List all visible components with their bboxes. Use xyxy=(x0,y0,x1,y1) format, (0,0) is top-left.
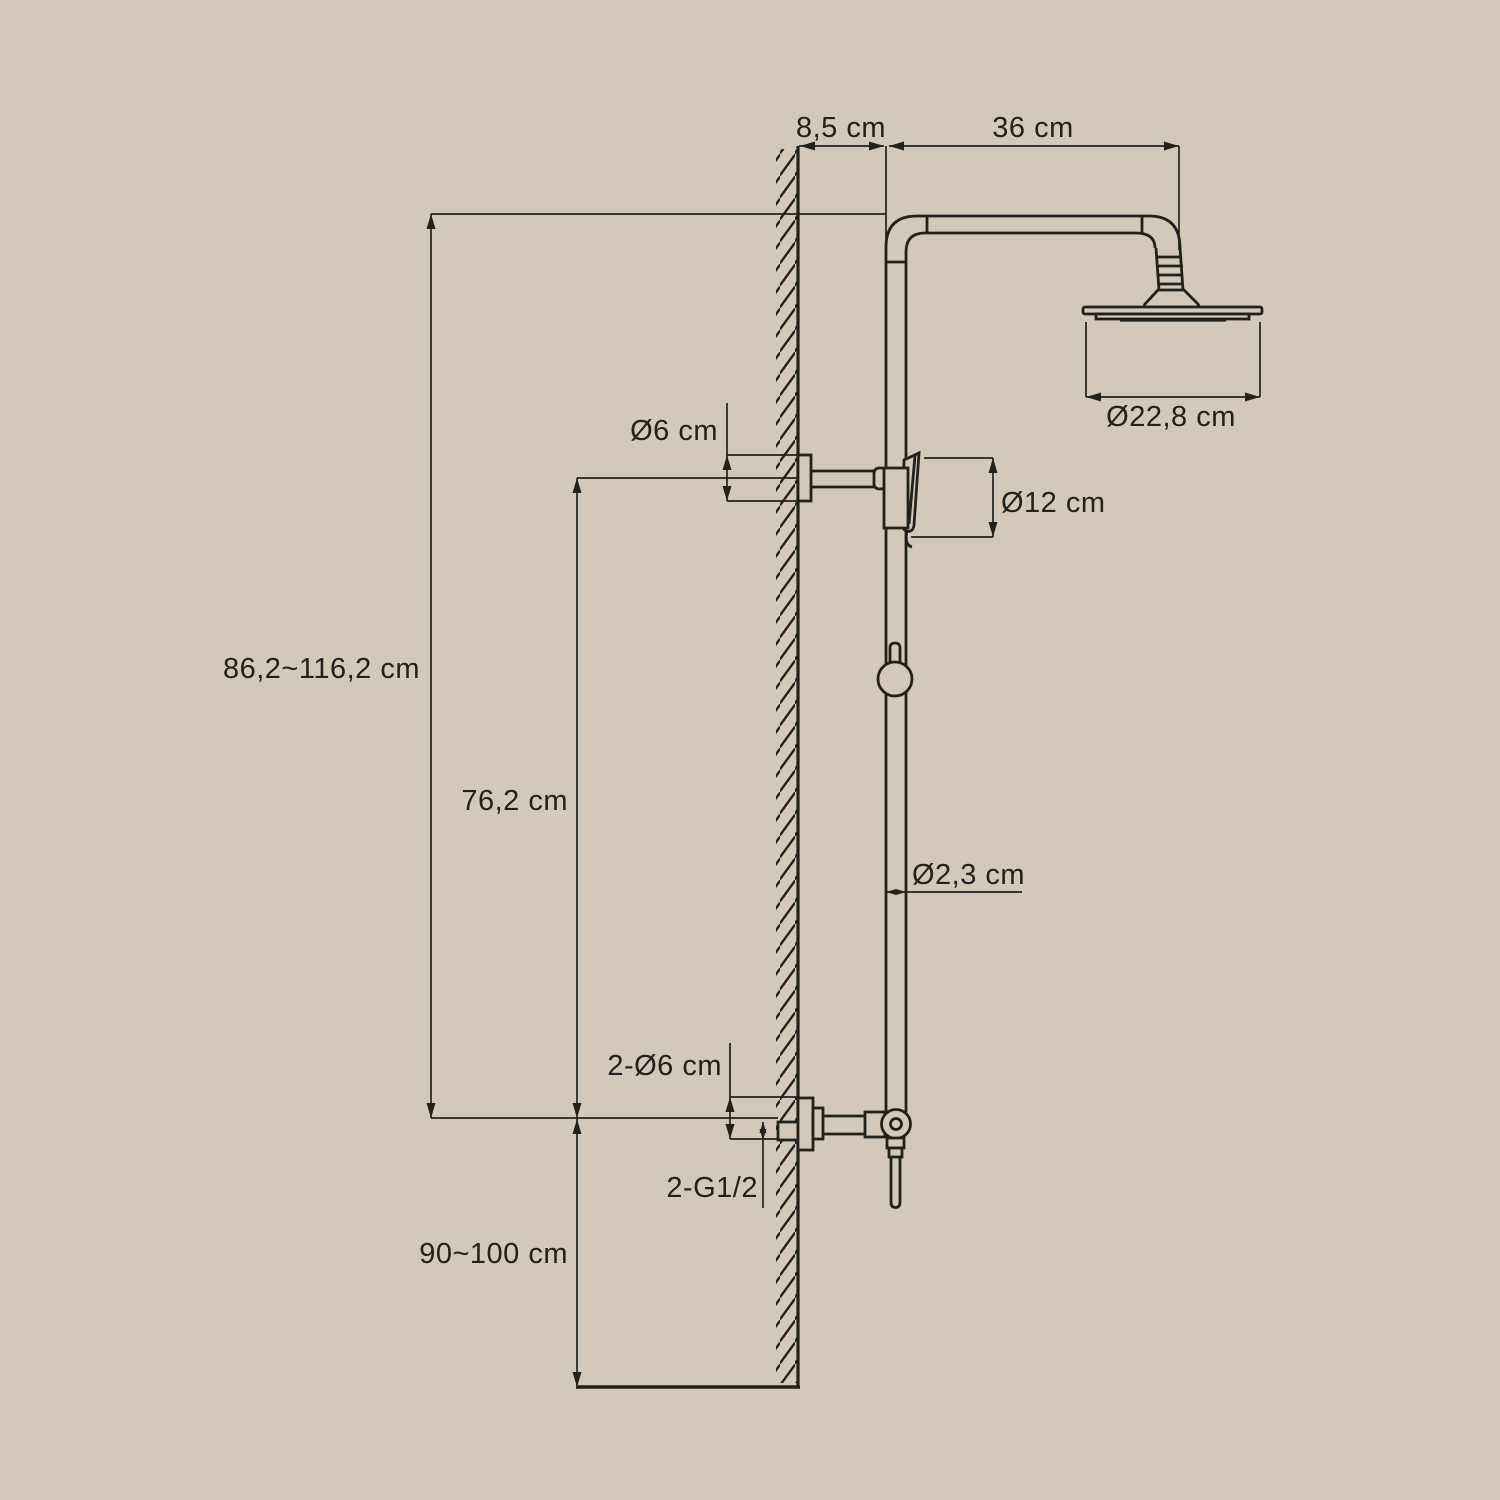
wall-supply-stub xyxy=(776,1120,800,1142)
head-swivel-joint xyxy=(1142,247,1201,309)
wall-hatching xyxy=(776,149,797,1383)
hose-outlet xyxy=(889,1157,902,1209)
shower-column xyxy=(776,214,1264,1209)
label-bracket-diameter: Ø6 cm xyxy=(630,415,718,447)
bracket-wall-plate xyxy=(796,453,813,503)
dim-install-height xyxy=(572,1119,582,1387)
dim-riser-adjustable xyxy=(426,213,886,1118)
dim-arm-length xyxy=(889,141,1180,250)
dim-pipe-diameter xyxy=(886,889,1022,895)
label-riser-fixed: 76,2 cm xyxy=(461,785,568,817)
hand-shower-hook xyxy=(904,530,913,549)
dim-inlet-diameter xyxy=(725,1043,797,1140)
dim-bracket-diameter xyxy=(722,403,797,502)
knob-pin xyxy=(888,641,902,663)
label-inlet-diameter: 2-Ø6 cm xyxy=(607,1050,722,1082)
dimension-labels: 8,5 cm 36 cm Ø22,8 cm Ø6 cm Ø12 cm 86,2~… xyxy=(223,112,1236,1270)
label-thread: 2-G1/2 xyxy=(666,1172,758,1204)
label-wall-offset: 8,5 cm xyxy=(796,112,886,144)
rain-shower-head xyxy=(1081,305,1264,322)
label-holder-diameter: Ø12 cm xyxy=(1001,487,1106,519)
outlet-connector xyxy=(885,1136,906,1150)
bottom-valve-assembly xyxy=(776,1096,912,1209)
valve-wall-flange xyxy=(796,1096,815,1152)
riser-pipe xyxy=(884,260,908,1120)
diverter-knob xyxy=(876,641,914,698)
valve-joint-inner xyxy=(889,1117,903,1131)
label-riser-adjustable: 86,2~116,2 cm xyxy=(223,653,420,685)
dim-wall-offset xyxy=(799,141,887,252)
valve-joint-outer xyxy=(880,1108,912,1140)
dim-riser-fixed xyxy=(572,477,798,1387)
dimension-lines xyxy=(426,141,1261,1387)
dim-thread xyxy=(759,1122,767,1208)
label-pipe-diameter: Ø2,3 cm xyxy=(912,859,1025,891)
dim-holder-diameter xyxy=(911,457,998,538)
dim-head-diameter xyxy=(1085,322,1261,402)
label-head-diameter: Ø22,8 cm xyxy=(1106,401,1236,433)
outlet-nut xyxy=(887,1146,904,1159)
valve-collar xyxy=(811,1106,825,1141)
slider-holder-clamp xyxy=(882,466,910,530)
shower-arm xyxy=(884,214,1182,262)
label-arm-length: 36 cm xyxy=(992,112,1073,144)
label-install-height: 90~100 cm xyxy=(419,1238,568,1270)
